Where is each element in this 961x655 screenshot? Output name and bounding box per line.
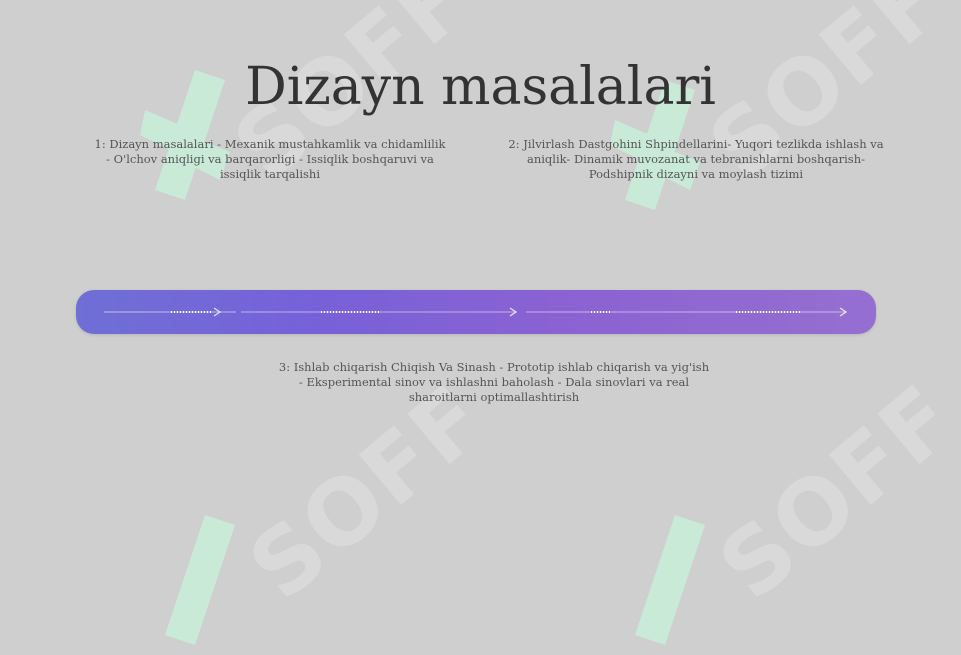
arrow-right-icon xyxy=(509,307,518,317)
arrow-right-icon xyxy=(839,307,848,317)
watermark-text: SOFF xyxy=(700,364,961,621)
watermark-logo-icon xyxy=(165,515,235,645)
timeline-item-3-text: 3: Ishlab chiqarish Chiqish Va Sinash - … xyxy=(278,360,710,404)
page-title: Dizayn masalalari xyxy=(245,56,716,117)
timeline-item-2-text: 2: Jilvirlash Dastgohini Shpindellarini-… xyxy=(508,137,884,181)
timeline-item-1-text: 1: Dizayn masalalari - Mexanik mustahkam… xyxy=(94,137,446,181)
watermark-logo-icon xyxy=(635,515,705,645)
timeline-bar xyxy=(76,290,876,334)
timeline-arrows xyxy=(104,307,848,317)
arrow-right-icon xyxy=(213,307,222,317)
